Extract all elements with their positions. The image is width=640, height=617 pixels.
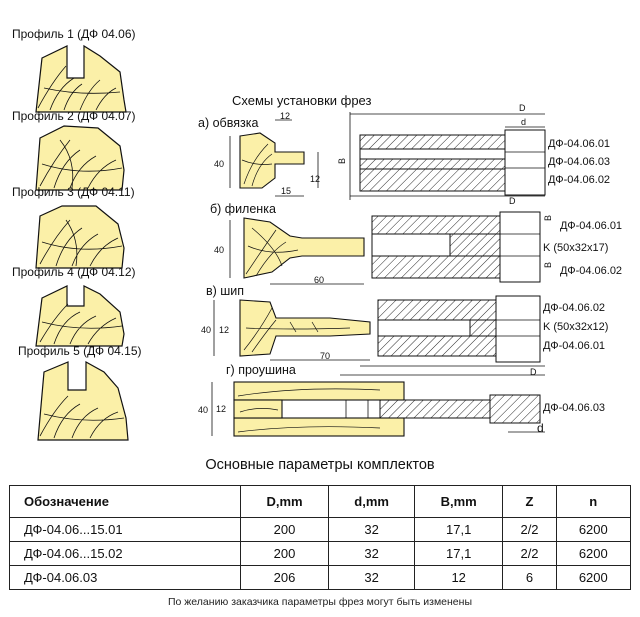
cell-B: 12 bbox=[413, 565, 504, 590]
scheme-c-label: в) шип bbox=[206, 284, 244, 298]
cell-n: 6200 bbox=[555, 541, 632, 566]
profile-5: Профиль 5 (ДФ 04.15) bbox=[18, 344, 142, 441]
scheme-a-cutter-1: ДФ-04.06.01 bbox=[548, 138, 610, 150]
cell-Z: 6 bbox=[502, 565, 557, 590]
header-B: B,mm bbox=[413, 485, 504, 518]
params-table: Обозначение D,mm d,mm B,mm Z n ДФ-04.06.… bbox=[9, 485, 632, 590]
profile-5-label: Профиль 5 (ДФ 04.15) bbox=[18, 344, 142, 358]
cell-designation: ДФ-04.06...15.01 bbox=[9, 517, 241, 542]
params-header-row: Обозначение D,mm d,mm B,mm Z n bbox=[9, 485, 632, 518]
scheme-d-label: г) проушина bbox=[226, 363, 296, 377]
profile-1: Профиль 1 (ДФ 04.06) bbox=[12, 27, 136, 113]
cell-d: 32 bbox=[328, 541, 415, 566]
scheme-a-mark-d: d bbox=[521, 117, 526, 127]
scheme-a-cutter-3: ДФ-04.06.02 bbox=[548, 174, 610, 186]
cell-n: 6200 bbox=[555, 517, 632, 542]
scheme-a-mark-D-bottom: D bbox=[509, 196, 516, 206]
scheme-b-cutter-2: K (50x32x17) bbox=[543, 242, 608, 254]
scheme-b-mark-B-bottom: B bbox=[543, 262, 553, 268]
profile-4-label: Профиль 4 (ДФ 04.12) bbox=[12, 265, 136, 279]
profile-3: Профиль 3 (ДФ 04.11) bbox=[12, 185, 135, 269]
scheme-a-dim-15: 15 bbox=[281, 186, 291, 196]
cell-d: 32 bbox=[328, 565, 415, 590]
header-designation: Обозначение bbox=[9, 485, 241, 518]
table-row: ДФ-04.06...15.01 200 32 17,1 2/2 6200 bbox=[9, 517, 632, 542]
cell-Z: 2/2 bbox=[502, 517, 557, 542]
profile-1-label: Профиль 1 (ДФ 04.06) bbox=[12, 27, 136, 41]
scheme-c-dim-40: 40 bbox=[201, 325, 211, 335]
scheme-a-mark-B: B bbox=[337, 158, 347, 164]
scheme-b-label: б) филенка bbox=[210, 202, 276, 216]
footnote: По желанию заказчика параметры фрез могу… bbox=[167, 596, 472, 608]
table-row: ДФ-04.06.03 206 32 12 6 6200 bbox=[9, 565, 632, 590]
cell-B: 17,1 bbox=[413, 541, 504, 566]
cell-D: 206 bbox=[239, 565, 330, 590]
scheme-d: г) проушина 40 12 d ДФ-04.06.03 bbox=[198, 363, 605, 437]
cell-designation: ДФ-04.06.03 bbox=[9, 565, 241, 590]
scheme-d-mark-d: d bbox=[537, 421, 544, 435]
cell-d: 32 bbox=[328, 517, 415, 542]
scheme-b: б) филенка 40 60 3 B B ДФ-04.06.01 K (50… bbox=[210, 202, 622, 285]
scheme-b-mark-B-top: B bbox=[543, 215, 553, 221]
cell-D: 200 bbox=[239, 517, 330, 542]
scheme-c-mark-D: D bbox=[530, 367, 537, 377]
scheme-d-dim-40: 40 bbox=[198, 405, 208, 415]
scheme-a-cutter-2: ДФ-04.06.03 bbox=[548, 156, 610, 168]
scheme-a-mark-D-top: D bbox=[519, 103, 526, 113]
header-d: d,mm bbox=[328, 485, 415, 518]
schemes-title: Схемы установки фрез bbox=[232, 93, 372, 108]
cell-n: 6200 bbox=[555, 565, 632, 590]
profile-3-label: Профиль 3 (ДФ 04.11) bbox=[12, 185, 135, 199]
scheme-c: в) шип 40 12 70 D ДФ-04.06.02 K (50x32x1… bbox=[201, 284, 608, 377]
scheme-a-dim-12: 12 bbox=[280, 111, 290, 121]
scheme-a-dim-40: 40 bbox=[214, 159, 224, 169]
scheme-b-dim-60: 60 bbox=[314, 275, 324, 285]
header-n: n bbox=[555, 485, 632, 518]
scheme-c-dim-12: 12 bbox=[219, 325, 229, 335]
header-Z: Z bbox=[502, 485, 557, 518]
scheme-c-dim-70: 70 bbox=[320, 351, 330, 361]
scheme-d-dim-12: 12 bbox=[216, 404, 226, 414]
cell-designation: ДФ-04.06...15.02 bbox=[9, 541, 241, 566]
params-title: Основные параметры комплектов bbox=[205, 457, 435, 473]
cell-Z: 2/2 bbox=[502, 541, 557, 566]
profile-4: Профиль 4 (ДФ 04.12) bbox=[12, 265, 136, 347]
header-D: D,mm bbox=[239, 485, 330, 518]
scheme-a: а) обвязка 40 12 15 12 D d D B ДФ-04.06.… bbox=[198, 103, 610, 206]
scheme-b-cutter-1: ДФ-04.06.01 bbox=[560, 220, 622, 232]
profile-2-label: Профиль 2 (ДФ 04.07) bbox=[12, 109, 136, 123]
profile-2: Профиль 2 (ДФ 04.07) bbox=[12, 109, 136, 191]
scheme-b-cutter-3: ДФ-04.06.02 bbox=[560, 265, 622, 277]
scheme-c-cutter-2: K (50x32x12) bbox=[543, 321, 608, 333]
scheme-a-dim-12b: 12 bbox=[310, 174, 320, 184]
scheme-a-label: а) обвязка bbox=[198, 116, 258, 130]
cell-D: 200 bbox=[239, 541, 330, 566]
table-row: ДФ-04.06...15.02 200 32 17,1 2/2 6200 bbox=[9, 541, 632, 566]
scheme-c-cutter-3: ДФ-04.06.01 bbox=[543, 340, 605, 352]
cell-B: 17,1 bbox=[413, 517, 504, 542]
scheme-d-cutter-1: ДФ-04.06.03 bbox=[543, 402, 605, 414]
scheme-b-dim-40: 40 bbox=[214, 245, 224, 255]
scheme-c-cutter-1: ДФ-04.06.02 bbox=[543, 302, 605, 314]
